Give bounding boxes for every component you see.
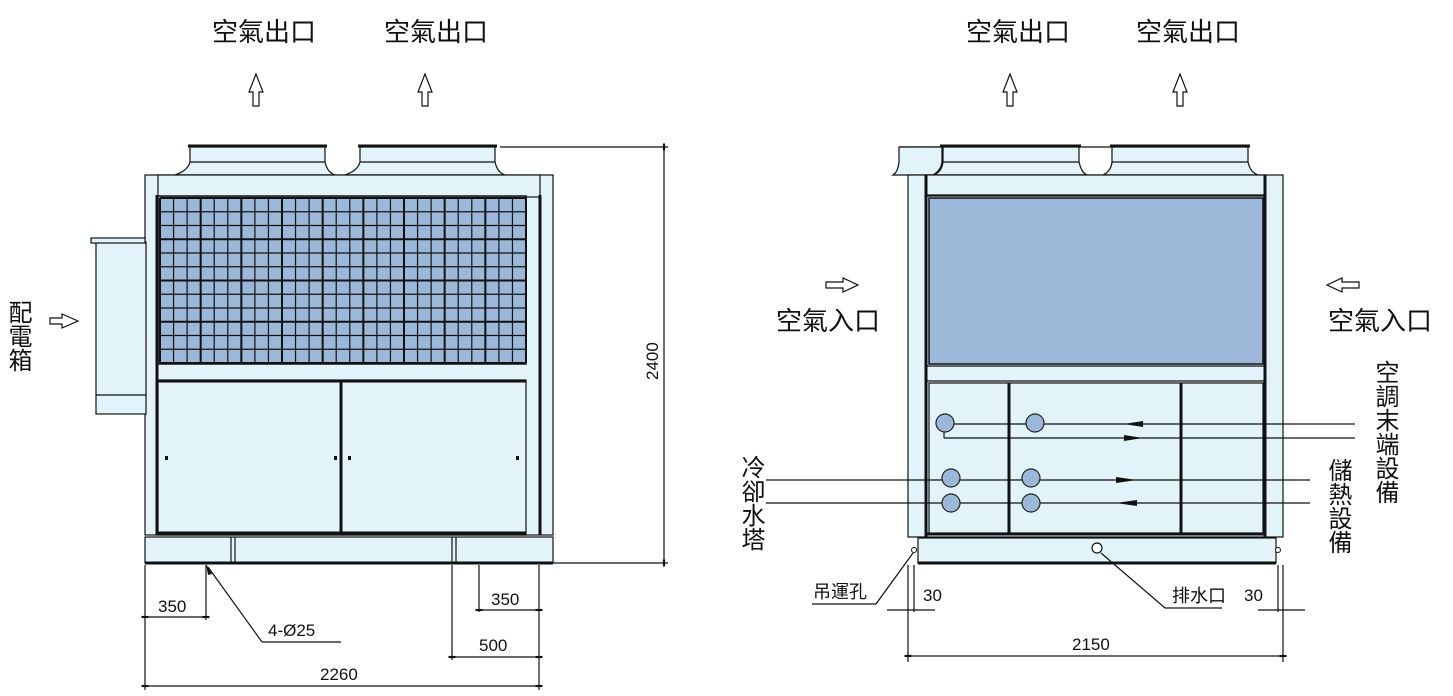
height-dimension: 2400	[643, 342, 662, 380]
fan-hood	[174, 144, 336, 176]
pipe-port	[935, 413, 955, 433]
pipe-port	[1025, 413, 1045, 433]
fan-hood	[344, 144, 506, 176]
lifting-hole	[1275, 547, 1281, 553]
lifting-hole-label: 吊運孔	[813, 582, 867, 603]
left-arrow-icon	[1325, 277, 1360, 293]
door-handle	[165, 456, 168, 460]
right-offset-dimension: 500	[479, 636, 507, 655]
pipe-port	[1021, 493, 1041, 513]
fan-hood	[933, 146, 1088, 176]
foot-right-dimension: 350	[491, 590, 519, 609]
base-frame	[144, 536, 554, 564]
air-inlet-label-left: 空氣入口	[776, 307, 880, 337]
total-width-dimension: 2260	[320, 665, 358, 684]
air-outlet-label-3: 空氣出口	[966, 18, 1070, 48]
coil-grid	[159, 197, 527, 364]
door-handle	[334, 456, 337, 460]
foot-left-dimension: 350	[158, 597, 186, 616]
electrical-box	[95, 241, 147, 415]
pipe-port	[941, 493, 961, 513]
electrical-box-label: 配電箱	[4, 300, 32, 372]
right-margin-dimension: 30	[1244, 586, 1263, 605]
air-outlet-label-1: 空氣出口	[212, 18, 316, 48]
up-arrow-icon	[248, 72, 264, 107]
up-arrow-icon	[1172, 72, 1188, 107]
left-margin-dimension: 30	[923, 586, 942, 605]
door-handle	[516, 456, 519, 460]
anchor-hole-label: 4-Ø25	[268, 621, 315, 640]
air-outlet-label-4: 空氣出口	[1136, 18, 1240, 48]
ac-terminal-label: 空調末端設備	[1371, 360, 1399, 504]
pipe-port	[1021, 468, 1041, 488]
flow-arrow-icon	[1124, 421, 1143, 427]
drain-label: 排水口	[1172, 586, 1226, 607]
right-view: 空氣出口 空氣出口	[737, 18, 1432, 662]
flow-arrow-icon	[1116, 477, 1137, 483]
drain-hole	[1091, 542, 1103, 554]
total-width-dimension-right: 2150	[1072, 635, 1110, 654]
door-handle	[348, 456, 351, 460]
fan-hood	[1102, 146, 1259, 176]
pipe-port	[941, 468, 961, 488]
left-view: 空氣出口 空氣出口	[4, 18, 668, 690]
flow-arrow-icon	[1116, 500, 1137, 506]
heat-storage-label: 儲熱設備	[1324, 458, 1352, 554]
up-arrow-icon	[417, 72, 433, 107]
air-outlet-label-2: 空氣出口	[384, 18, 488, 48]
lifting-hole	[911, 547, 917, 553]
condenser-coil	[928, 197, 1264, 365]
pipe-connections	[766, 413, 1355, 513]
air-inlet-label-right: 空氣入口	[1328, 307, 1432, 337]
up-arrow-icon	[1002, 72, 1018, 107]
right-arrow-icon	[825, 277, 860, 293]
flow-arrow-icon	[1124, 435, 1143, 441]
right-arrow-icon	[49, 313, 80, 329]
cooling-tower-label: 冷卻水塔	[737, 455, 765, 551]
